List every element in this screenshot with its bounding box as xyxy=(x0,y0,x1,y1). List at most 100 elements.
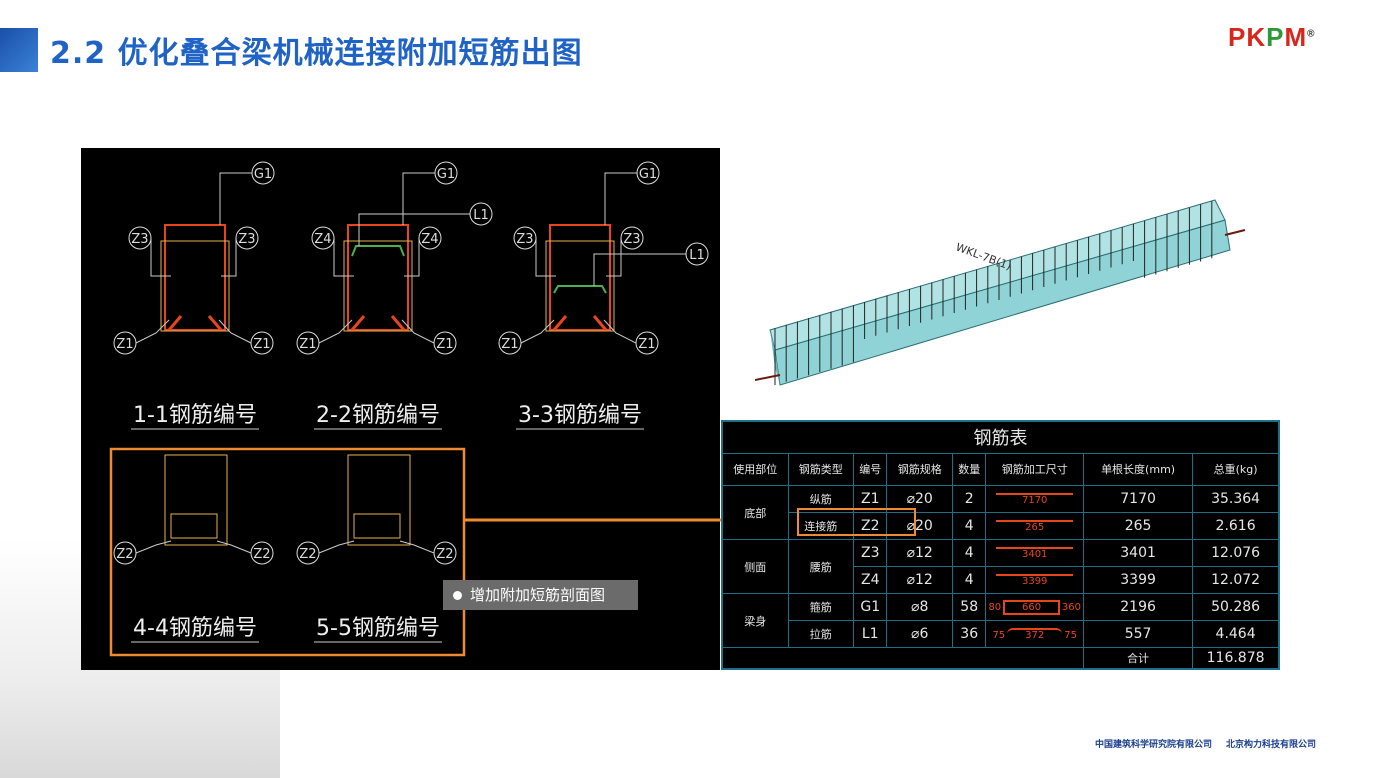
location-cell: 梁身 xyxy=(722,593,789,649)
rebar-shape: 3401 xyxy=(996,546,1073,560)
column-header: 数量 xyxy=(951,452,987,487)
beam-3d-model: WKL-7B(1) xyxy=(755,199,1246,386)
z1-right-marker xyxy=(635,331,659,355)
id-cell: G1 xyxy=(852,593,888,622)
z2-left-marker xyxy=(296,541,320,565)
side-left-marker xyxy=(311,226,335,250)
weight-cell: 35.364 xyxy=(1192,485,1279,514)
side-left-label: Z4 xyxy=(314,232,331,247)
l1-marker xyxy=(685,242,709,266)
section-4: Z2 Z2 4-4钢筋编号 xyxy=(113,454,274,643)
location-cell: 侧面 xyxy=(722,539,789,595)
side-right-marker xyxy=(235,226,259,250)
section-title: 3-3钢筋编号 xyxy=(518,403,642,428)
g1-label: G1 xyxy=(437,167,455,182)
z1-left-marker xyxy=(498,331,522,355)
rebar-shape: 3399 xyxy=(996,573,1073,587)
weight-cell: 12.072 xyxy=(1192,566,1279,595)
id-cell: Z3 xyxy=(852,539,888,568)
total-label: 合计 xyxy=(1082,647,1194,669)
section-title: 4-4钢筋编号 xyxy=(133,616,257,641)
z1-left-label: Z1 xyxy=(501,337,518,352)
column-header: 单根长度(mm) xyxy=(1082,452,1194,487)
section-title: 1-1钢筋编号 xyxy=(133,403,257,428)
z1-right-label: Z1 xyxy=(253,337,270,352)
footer-logos: 中国建筑科学研究院有限公司北京构力科技有限公司 xyxy=(1095,740,1317,750)
rebar-schedule-table: 钢筋表 使用部位钢筋类型编号钢筋规格数量钢筋加工尺寸单根长度(mm)总重(kg)… xyxy=(721,420,1280,670)
column-header: 使用部位 xyxy=(722,452,789,487)
spec-cell: ⌀12 xyxy=(886,566,953,595)
z1-left-marker xyxy=(296,331,320,355)
z2-left-label: Z2 xyxy=(299,547,316,562)
qty-cell: 4 xyxy=(951,566,987,595)
title-accent-bar xyxy=(0,28,38,72)
weight-cell: 12.076 xyxy=(1192,539,1279,568)
l1-label: L1 xyxy=(473,208,489,223)
rebar-shape: 7170 xyxy=(996,492,1073,506)
side-right-marker xyxy=(418,226,442,250)
spec-cell: ⌀12 xyxy=(886,539,953,568)
z2-right-label: Z2 xyxy=(253,547,270,562)
pkpm-logo: PKPM® xyxy=(1228,22,1316,52)
section-title: 5-5钢筋编号 xyxy=(316,616,440,641)
column-header: 钢筋加工尺寸 xyxy=(985,452,1084,487)
z2-right-marker xyxy=(250,541,274,565)
z2-left-marker xyxy=(113,541,137,565)
weight-cell: 2.616 xyxy=(1192,512,1279,541)
z1-left-marker xyxy=(113,331,137,355)
column-header: 钢筋类型 xyxy=(787,452,854,487)
side-left-label: Z3 xyxy=(131,232,148,247)
z2-right-marker xyxy=(433,541,457,565)
section-5: Z2 Z2 5-5钢筋编号 xyxy=(296,454,457,643)
bullet-icon xyxy=(453,591,462,600)
qty-cell: 58 xyxy=(951,593,987,622)
id-cell: L1 xyxy=(852,620,888,649)
qty-cell: 4 xyxy=(951,512,987,541)
type-cell: 箍筋 xyxy=(787,593,854,622)
g1-marker xyxy=(251,161,275,185)
length-cell: 3399 xyxy=(1082,566,1194,595)
length-cell: 2196 xyxy=(1082,593,1194,622)
highlight-box xyxy=(797,508,916,536)
column-header: 编号 xyxy=(852,452,888,487)
column-header: 钢筋规格 xyxy=(886,452,953,487)
qty-cell: 2 xyxy=(951,485,987,514)
length-cell: 3401 xyxy=(1082,539,1194,568)
rebar-shape: 265 xyxy=(996,519,1073,533)
type-cell: 拉筋 xyxy=(787,620,854,649)
z1-right-label: Z1 xyxy=(436,337,453,352)
length-cell: 7170 xyxy=(1082,485,1194,514)
qty-cell: 4 xyxy=(951,539,987,568)
side-right-marker xyxy=(620,226,644,250)
l1-label: L1 xyxy=(689,248,705,263)
z1-right-label: Z1 xyxy=(638,337,655,352)
side-left-label: Z3 xyxy=(516,232,533,247)
z2-left-label: Z2 xyxy=(116,547,133,562)
location-cell: 底部 xyxy=(722,485,789,541)
slide-title: 2.2 优化叠合梁机械连接附加短筋出图 xyxy=(50,36,583,71)
z1-left-label: Z1 xyxy=(299,337,316,352)
type-cell: 腰筋 xyxy=(787,539,854,595)
side-right-label: Z3 xyxy=(623,232,640,247)
weight-cell: 50.286 xyxy=(1192,593,1279,622)
g1-marker xyxy=(434,161,458,185)
z1-left-label: Z1 xyxy=(116,337,133,352)
side-right-label: Z3 xyxy=(238,232,255,247)
column-header: 总重(kg) xyxy=(1192,452,1279,487)
table-title: 钢筋表 xyxy=(722,421,1279,454)
g1-marker xyxy=(636,161,660,185)
l1-marker xyxy=(469,202,493,226)
id-cell: Z4 xyxy=(852,566,888,595)
z2-right-label: Z2 xyxy=(436,547,453,562)
z1-right-marker xyxy=(250,331,274,355)
spec-cell: ⌀20 xyxy=(886,512,953,541)
g1-label: G1 xyxy=(639,167,657,182)
length-cell: 557 xyxy=(1082,620,1194,649)
